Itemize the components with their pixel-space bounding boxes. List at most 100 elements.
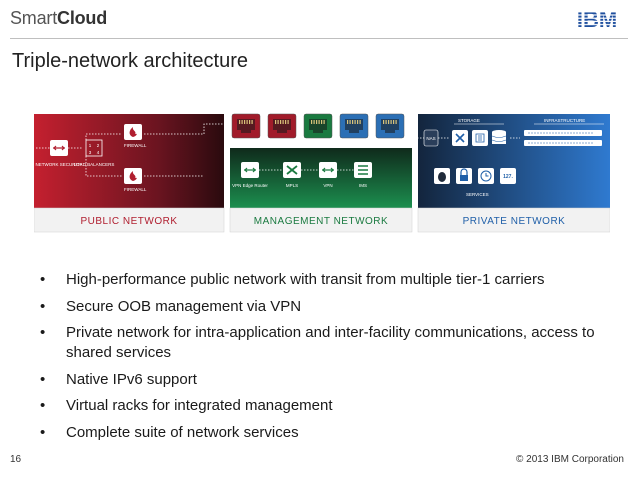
mpls-cross (286, 165, 298, 175)
network-security-label: NETWORK SECURITY (35, 162, 82, 167)
ethernet-port-pin (251, 120, 253, 124)
database-body (492, 132, 506, 144)
ims-label: IMS (359, 183, 367, 188)
ethernet-port-pin (241, 120, 243, 124)
ethernet-port-pin (313, 120, 315, 124)
bullet-dot: • (40, 297, 46, 315)
storage-cross (455, 133, 465, 143)
ethernet-port-pin (323, 120, 325, 124)
load-balancer-label: LOAD BALANCERS (74, 162, 115, 167)
private-network-bg (418, 114, 610, 208)
bullet-text: Complete suite of network services (66, 423, 299, 441)
ethernet-port-pin (282, 120, 284, 124)
bullet-text: Native IPv6 support (66, 370, 197, 388)
bullet-text: Secure OOB management via VPN (66, 297, 302, 315)
clock-hands (485, 173, 489, 177)
public-network-label-bg (34, 207, 225, 233)
ethernet-port-pin (395, 120, 397, 124)
bullet-dot: • (40, 324, 46, 341)
lb-cell-3: 3 (89, 150, 92, 155)
page-title: Triple-network architecture (12, 50, 249, 72)
nas-icon (423, 129, 439, 147)
localhost-icon (500, 168, 516, 184)
nas-label: NAS (426, 136, 435, 141)
ethernet-port-pin (354, 120, 356, 124)
copyright: © 2013 IBM Corporation (516, 454, 624, 465)
network-diagram: PUBLIC NETWORK NETWORK SECURITY 1 2 3 4 … (34, 113, 610, 233)
list-item: •High-performance public network with tr… (40, 270, 620, 290)
firewall-bottom-label: FIREWALL (124, 187, 147, 192)
ethernet-port-pin (275, 120, 277, 124)
ibm-logo: IBM (577, 7, 617, 32)
list-item: • Secure OOB management via VPN (40, 297, 620, 317)
bullet-dot: • (40, 397, 46, 414)
vpn-edge-arrows (244, 167, 256, 173)
management-network-panel: MANAGEMENT NETWORK VPN Edge Router MPLS … (229, 148, 413, 233)
vpn-edge-router-label: VPN Edge Router (232, 183, 268, 188)
ethernet-port-pin (246, 120, 248, 124)
ethernet-port-pin (239, 120, 241, 124)
penguin-shape (438, 172, 446, 182)
bullet-text: Private network for intra-application an… (66, 324, 595, 361)
ethernet-port-pin (318, 120, 320, 124)
list-item: • Private network for intra-application a… (40, 323, 620, 363)
ethernet-port-pin (385, 120, 387, 124)
bullet-dot: • (40, 423, 46, 441)
lb-cell-4: 4 (97, 150, 100, 155)
private-network-label: PRIVATE NETWORK (463, 216, 566, 227)
ethernet-port-pin (249, 120, 251, 124)
services-label: SERVICES (466, 192, 489, 197)
management-network-label-bg (229, 207, 413, 233)
network-ports (231, 113, 405, 139)
brand-suffix: Cloud (57, 8, 108, 28)
storage-label: STORAGE (458, 118, 480, 123)
bullet-text: High-performance public network with tra… (66, 271, 545, 288)
server-rack-slots (528, 132, 594, 144)
vpn-arrows (322, 167, 334, 173)
database-bands (491, 135, 507, 142)
ethernet-port-pin (347, 120, 349, 124)
private-network-label-bg (417, 207, 610, 233)
ims-lines (358, 165, 368, 175)
bullet-dot: • (40, 370, 46, 388)
ethernet-port-pin (280, 120, 282, 124)
ethernet-port-pin (287, 120, 289, 124)
ethernet-port-pin (277, 120, 279, 124)
ethernet-port-pin (321, 120, 323, 124)
ethernet-port-pin (383, 120, 385, 124)
bullet-list: • High-performance public network with tr… (40, 270, 620, 449)
lock-shackle (460, 168, 468, 175)
ethernet-port-pin (352, 120, 354, 124)
ethernet-port-pin (349, 120, 351, 124)
private-network-panel: PRIVATE NETWORK STORAGE INFRASTRUCTURE N… (414, 114, 610, 233)
list-item: • Native IPv6 support (40, 370, 620, 390)
ibm-logo-text: IBM (577, 7, 617, 32)
ethernet-port-pin (388, 120, 390, 124)
load-balancer-icon (85, 139, 103, 157)
ethernet-port-pin (357, 120, 359, 124)
mpls-label: MPLS (286, 183, 298, 188)
public-network-panel: PUBLIC NETWORK NETWORK SECURITY 1 2 3 4 … (34, 114, 230, 233)
brand-prefix: Smart (10, 8, 58, 28)
page-number: 16 (10, 454, 22, 465)
firewall-top-label: FIREWALL (124, 143, 147, 148)
smartcloud-logo: SmartCloud (10, 8, 107, 29)
vpn-label: VPN (323, 183, 332, 188)
network-security-arrows (53, 145, 65, 151)
lb-cell-1: 1 (89, 143, 92, 148)
ethernet-port-pin (393, 120, 395, 124)
ethernet-port-pin (316, 120, 318, 124)
flame-icon (129, 171, 137, 181)
ethernet-port-pin (359, 120, 361, 124)
localhost-label: 127. (503, 174, 513, 180)
ethernet-port-pin (390, 120, 392, 124)
lb-cell-2: 2 (97, 143, 100, 148)
bullet-text: Virtual racks for integrated management (66, 397, 333, 414)
public-network-label: PUBLIC NETWORK (80, 216, 177, 227)
ethernet-port-pin (311, 120, 313, 124)
lock-body (460, 175, 468, 181)
ethernet-port-pin (285, 120, 287, 124)
infrastructure-label: INFRASTRUCTURE (544, 118, 585, 123)
ethernet-port-pin (244, 120, 246, 124)
list-item: • Complete suite of network services (40, 423, 620, 443)
